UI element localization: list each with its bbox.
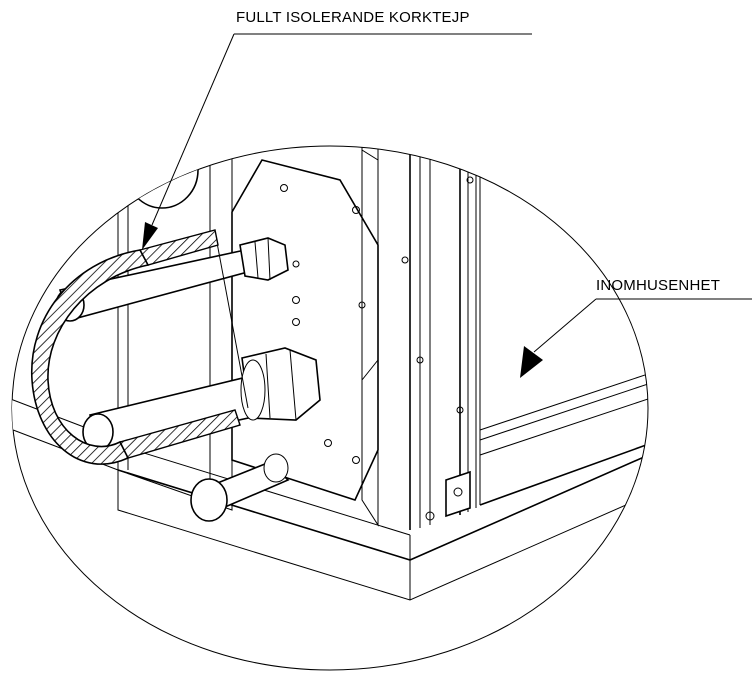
valve-mounting-plate bbox=[231, 159, 379, 501]
indoor-unit-callout: INOMHUSENHET bbox=[520, 277, 752, 378]
arrowhead-icon bbox=[142, 222, 158, 250]
insulation-tape-label: FULLT ISOLERANDE KORKTEJP bbox=[236, 9, 470, 26]
insulation-sleeve-end bbox=[31, 249, 150, 465]
insulation-sleeve-inner bbox=[214, 231, 249, 409]
arrowhead-icon bbox=[520, 346, 543, 378]
indoor-unit-label: INOMHUSENHET bbox=[596, 277, 720, 294]
upper-flare-nut bbox=[239, 237, 289, 281]
unit-detail bbox=[12, 146, 648, 601]
insulation-tape-callout: FULLT ISOLERANDE KORKTEJP bbox=[142, 9, 532, 250]
